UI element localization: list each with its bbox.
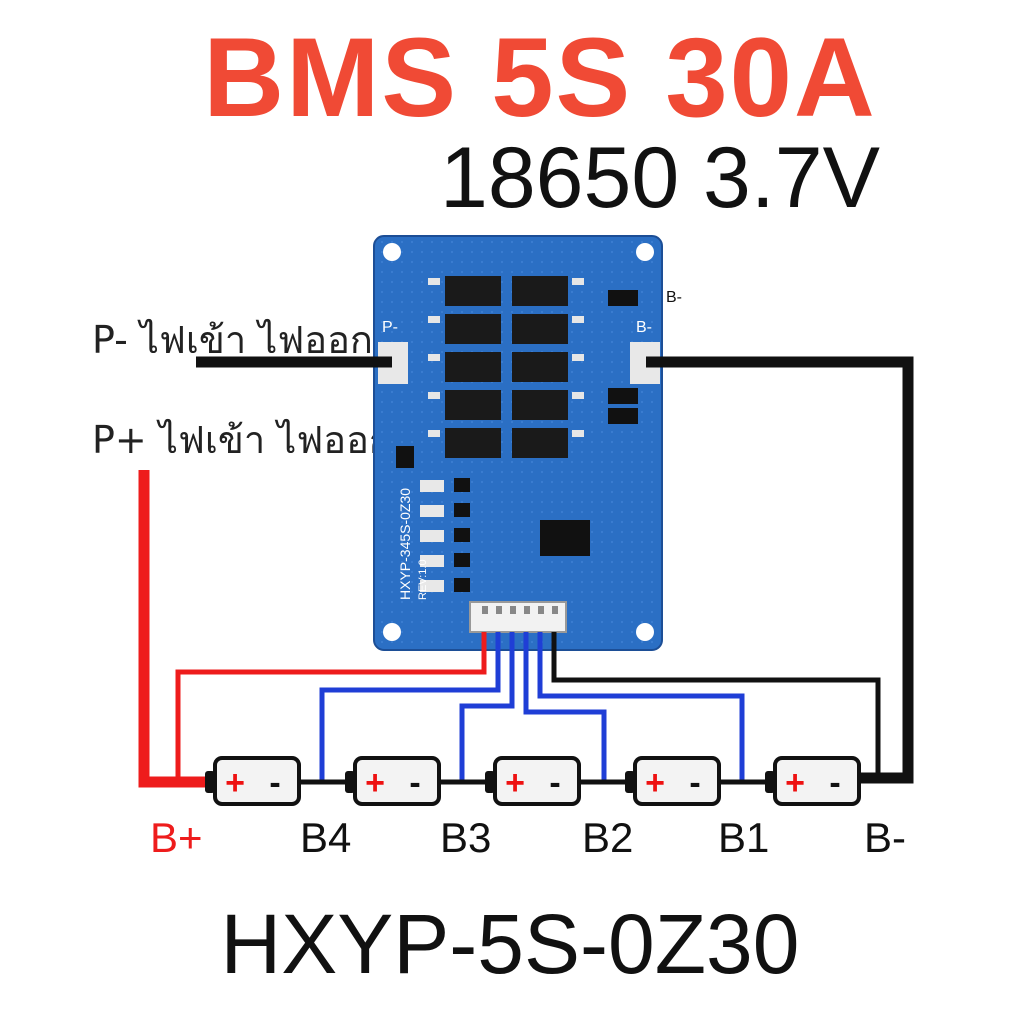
shunt-resistor xyxy=(608,408,638,424)
title: BMS 5S 30A xyxy=(203,15,877,140)
bms-board: P- B- B- HXYP-345S-0Z30 REV:1.0 xyxy=(373,235,682,651)
balance-wire-bminus xyxy=(551,632,881,782)
cell-plus-sign: + xyxy=(645,764,665,802)
mount-hole xyxy=(636,623,654,641)
mount-hole xyxy=(636,243,654,261)
bms-ic-chip xyxy=(540,520,590,556)
cell-plus-sign: + xyxy=(365,764,385,802)
balance-components xyxy=(420,480,444,592)
balance-wire-b4 xyxy=(319,632,501,782)
battery-cell: +- xyxy=(625,756,721,806)
cell-plus-sign: + xyxy=(785,764,805,802)
mount-hole xyxy=(383,623,401,641)
model-number: HXYP-5S-0Z30 xyxy=(220,897,800,991)
board-silk-model: HXYP-345S-0Z30 xyxy=(397,488,413,600)
cell-positive-terminal xyxy=(345,771,355,793)
mount-hole xyxy=(383,243,401,261)
balance-wire-bplus xyxy=(175,632,487,782)
battery-cells: +-+-+-+-+- xyxy=(205,756,861,806)
cell-positive-terminal xyxy=(485,771,495,793)
cell-positive-terminal xyxy=(625,771,635,793)
battery-cell: +- xyxy=(205,756,301,806)
cell-minus-sign: - xyxy=(689,764,700,802)
node-b3: B3 xyxy=(440,814,492,861)
balance-transistors xyxy=(396,446,470,592)
node-b1: B1 xyxy=(718,814,770,861)
battery-cell: +- xyxy=(345,756,441,806)
b-plus-main-wire xyxy=(138,470,205,788)
balance-wire-b2 xyxy=(523,632,607,782)
cell-positive-terminal xyxy=(205,771,215,793)
cell-minus-sign: - xyxy=(829,764,840,802)
cell-minus-sign: - xyxy=(409,764,420,802)
subtitle: 18650 3.7V xyxy=(440,130,880,226)
p-plus-label: P+ ไฟเข้า ไฟออก xyxy=(92,418,392,462)
cell-positive-terminal xyxy=(765,771,775,793)
cell-minus-sign: - xyxy=(269,764,280,802)
battery-cell: +- xyxy=(765,756,861,806)
node-b-plus: B+ xyxy=(150,814,203,861)
shunt-resistor xyxy=(608,290,638,306)
board-b-minus-top: B- xyxy=(666,289,682,306)
node-b4: B4 xyxy=(300,814,352,861)
mosfet-array xyxy=(445,276,568,458)
node-b-minus: B- xyxy=(864,814,906,861)
battery-cell: +- xyxy=(485,756,581,806)
cell-minus-sign: - xyxy=(549,764,560,802)
smd-resistors xyxy=(428,278,584,437)
cell-plus-sign: + xyxy=(505,764,525,802)
node-b2: B2 xyxy=(582,814,634,861)
shunt-resistor xyxy=(608,388,638,404)
cell-plus-sign: + xyxy=(225,764,245,802)
board-p-minus-silk: P- xyxy=(382,319,398,336)
p-minus-label: P- ไฟเข้า ไฟออก xyxy=(92,318,373,362)
board-b-minus-silk: B- xyxy=(636,319,652,336)
b-minus-main-wire xyxy=(646,356,914,784)
balance-wire-b1 xyxy=(537,632,745,782)
balance-wire-b3 xyxy=(459,632,515,782)
board-silk-rev: REV:1.0 xyxy=(417,559,429,600)
